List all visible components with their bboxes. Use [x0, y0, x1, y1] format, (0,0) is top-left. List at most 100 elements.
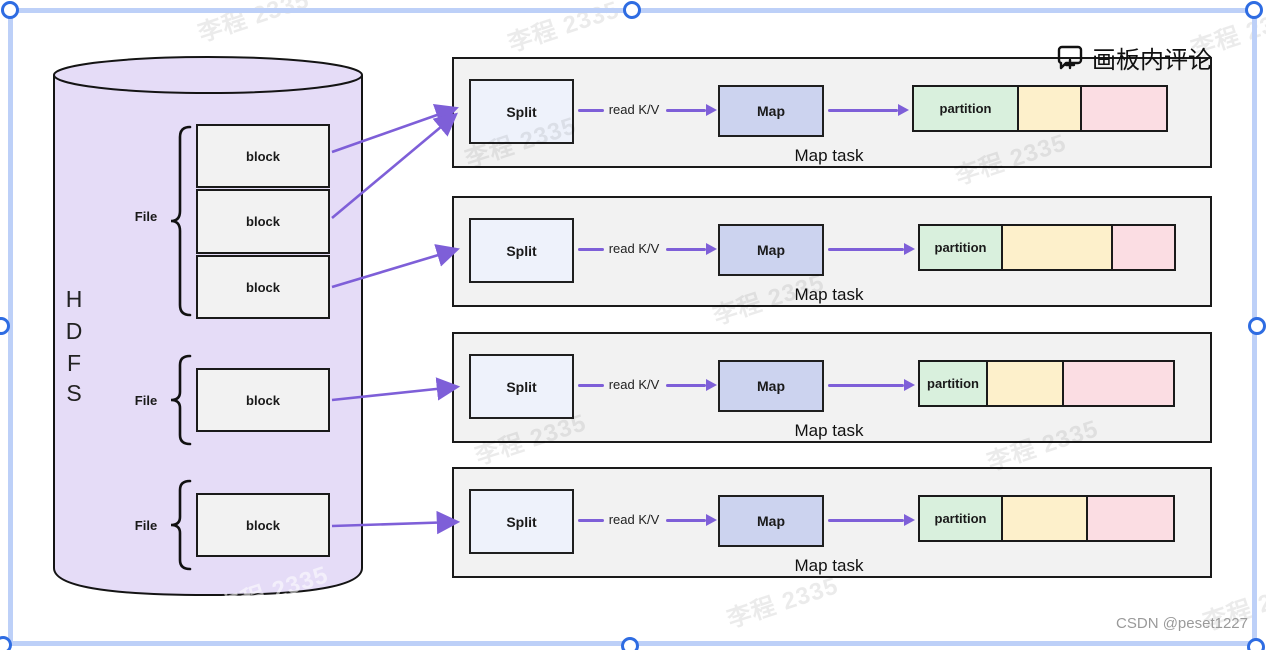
read-kv-label: read K/V [608, 377, 660, 392]
canvas-comment-button[interactable]: 画板内评论 [1055, 40, 1212, 75]
partition-segment-pink[interactable] [1086, 495, 1175, 542]
map-box[interactable]: Map [718, 85, 824, 137]
partition-segment-green[interactable]: partition [918, 224, 1003, 271]
arrowhead-icon [706, 243, 717, 255]
selection-edge-left[interactable] [8, 10, 13, 644]
arrow-line [828, 109, 898, 112]
hdfs-letter-h: H [65, 286, 83, 312]
split-label: Split [506, 378, 537, 395]
hdfs-block[interactable]: block [196, 368, 330, 432]
file-brace [170, 354, 192, 446]
split-label: Split [506, 103, 537, 120]
partition-group[interactable]: partition [918, 495, 1175, 542]
read-kv-label: read K/V [608, 512, 660, 527]
partition-segment-yellow[interactable] [986, 360, 1064, 407]
selection-handle-bottom-center[interactable] [621, 637, 639, 650]
map-label: Map [757, 513, 785, 529]
csdn-credit: CSDN @peset1227 [1116, 615, 1248, 632]
hdfs-block[interactable]: block [196, 493, 330, 557]
connector-line [578, 519, 604, 522]
partition-label: partition [939, 101, 992, 116]
selection-handle-top-center[interactable] [623, 1, 641, 19]
map-task-label: Map task [794, 556, 864, 575]
map-box[interactable]: Map [718, 224, 824, 276]
arrow-line [666, 384, 706, 387]
map-task-row-1[interactable]: Split read K/V Map partition Map task [452, 57, 1212, 168]
selection-handle-middle-left[interactable] [0, 317, 10, 335]
partition-segment-yellow[interactable] [1001, 495, 1088, 542]
map-task-label: Map task [794, 146, 864, 165]
split-box[interactable]: Split [469, 354, 574, 419]
arrowhead-icon [898, 104, 909, 116]
selection-handle-bottom-left[interactable] [0, 636, 12, 650]
map-box[interactable]: Map [718, 495, 824, 547]
selection-handle-top-right[interactable] [1245, 1, 1263, 19]
hdfs-block[interactable]: block [196, 124, 330, 188]
connector-line [578, 384, 604, 387]
split-label: Split [506, 513, 537, 530]
map-label: Map [757, 103, 785, 119]
selection-handle-bottom-right[interactable] [1247, 638, 1265, 650]
partition-group[interactable]: partition [918, 360, 1175, 407]
file-label: File [134, 209, 158, 224]
connector-line [578, 109, 604, 112]
partition-segment-green[interactable]: partition [918, 495, 1003, 542]
partition-label: partition [934, 240, 987, 255]
arrowhead-icon [904, 243, 915, 255]
arrowhead-icon [904, 514, 915, 526]
arrow-line [828, 384, 904, 387]
arrow-line [666, 109, 706, 112]
split-box[interactable]: Split [469, 489, 574, 554]
partition-group[interactable]: partition [918, 224, 1176, 271]
selection-handle-middle-right[interactable] [1248, 317, 1266, 335]
arrow-line [666, 519, 706, 522]
block-label: block [246, 214, 280, 229]
file-label: File [134, 518, 158, 533]
block-label: block [246, 517, 280, 533]
map-task-label: Map task [794, 421, 864, 440]
arrowhead-icon [706, 104, 717, 116]
file-brace [170, 125, 192, 317]
hdfs-letter-s: S [66, 380, 82, 406]
partition-segment-pink[interactable] [1111, 224, 1176, 271]
arrow-line [828, 519, 904, 522]
arrowhead-icon [904, 379, 915, 391]
map-label: Map [757, 242, 785, 258]
map-task-row-4[interactable]: Split read K/V Map partition Map task [452, 467, 1212, 578]
split-label: Split [506, 242, 537, 259]
arrowhead-icon [706, 514, 717, 526]
partition-segment-green[interactable]: partition [918, 360, 988, 407]
comment-button-label: 画板内评论 [1092, 47, 1212, 74]
split-box[interactable]: Split [469, 79, 574, 144]
partition-segment-pink[interactable] [1062, 360, 1175, 407]
hdfs-letter-f: F [66, 350, 82, 376]
read-kv-label: read K/V [608, 241, 660, 256]
block-label: block [246, 279, 280, 295]
file-brace [170, 479, 192, 571]
arrow-line [828, 248, 904, 251]
block-label: block [246, 392, 280, 408]
partition-group[interactable]: partition [912, 85, 1168, 132]
map-box[interactable]: Map [718, 360, 824, 412]
partition-segment-yellow[interactable] [1017, 85, 1082, 132]
comment-plus-icon [1057, 45, 1083, 69]
read-kv-label: read K/V [608, 102, 660, 117]
arrow-line [666, 248, 706, 251]
map-task-row-2[interactable]: Split read K/V Map partition Map task [452, 196, 1212, 307]
map-label: Map [757, 378, 785, 394]
partition-segment-yellow[interactable] [1001, 224, 1113, 271]
connector-line [578, 248, 604, 251]
arrowhead-icon [706, 379, 717, 391]
partition-label: partition [927, 376, 979, 391]
selection-handle-top-left[interactable] [1, 1, 19, 19]
hdfs-letter-d: D [65, 318, 83, 344]
hdfs-block[interactable]: block [196, 189, 330, 254]
map-task-row-3[interactable]: Split read K/V Map partition Map task [452, 332, 1212, 443]
map-task-label: Map task [794, 285, 864, 304]
hdfs-block[interactable]: block [196, 255, 330, 319]
partition-segment-green[interactable]: partition [912, 85, 1019, 132]
partition-segment-pink[interactable] [1080, 85, 1168, 132]
split-box[interactable]: Split [469, 218, 574, 283]
partition-label: partition [934, 511, 987, 526]
